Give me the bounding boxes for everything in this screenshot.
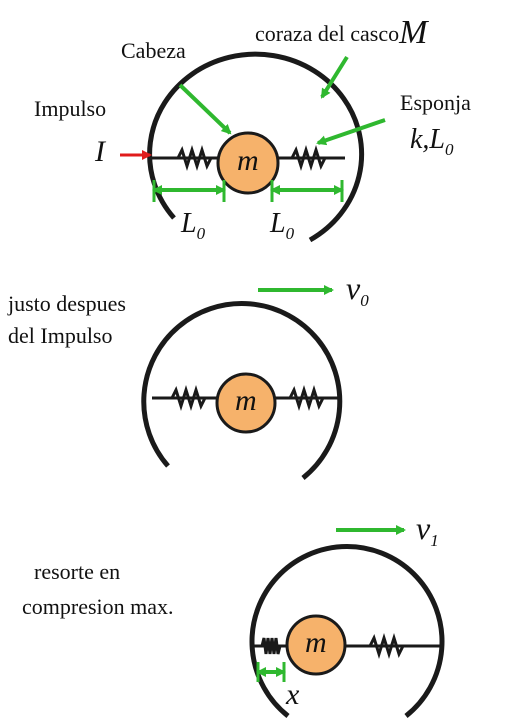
mass-label: m xyxy=(237,144,259,177)
spring-left-compressed xyxy=(260,637,282,655)
panel-3 xyxy=(249,525,445,718)
shell-label-text: coraza del casco xyxy=(255,21,400,46)
head-mass xyxy=(285,614,347,676)
sponge-params-sub: 0 xyxy=(445,140,454,159)
panel-2 xyxy=(141,285,343,480)
sponge-pointer-arrow xyxy=(316,118,386,146)
velocity-label: v1 xyxy=(416,510,439,549)
length-left-label: L0 xyxy=(181,208,205,243)
mass-label: m xyxy=(235,384,257,417)
sponge-label: Esponja xyxy=(400,90,471,115)
velocity-text: v xyxy=(416,510,431,546)
velocity-sub: 1 xyxy=(430,531,439,550)
length-right-sub: 0 xyxy=(285,224,295,243)
length-right-text: L xyxy=(270,208,286,239)
impulse-label: Impulso xyxy=(34,96,107,121)
length-right-label: L0 xyxy=(270,208,294,243)
length-left-sub: 0 xyxy=(196,224,206,243)
velocity-text: v xyxy=(346,270,361,306)
caption-line-1: resorte en xyxy=(34,559,121,584)
caption-line-2: del Impulso xyxy=(8,323,113,348)
head-mass xyxy=(216,131,280,195)
mass-label: m xyxy=(305,626,327,659)
compression-label: x xyxy=(286,678,300,711)
shell-mass-symbol: M xyxy=(399,14,428,51)
velocity-sub: 0 xyxy=(360,291,369,310)
helmet-shell xyxy=(249,544,445,718)
velocity-label: v0 xyxy=(346,270,369,309)
caption-line-1: justo despues xyxy=(8,291,126,316)
panel-1 xyxy=(120,51,386,243)
head-pointer-arrow xyxy=(178,83,232,135)
spring-left xyxy=(170,384,207,412)
length-left-text: L xyxy=(181,208,197,239)
helmet-shell xyxy=(147,51,365,243)
head-label: Cabeza xyxy=(121,38,186,63)
spring-right xyxy=(288,384,325,412)
helmet-shell xyxy=(141,301,343,480)
caption-line-2: compresion max. xyxy=(22,594,174,619)
shell-label: coraza del cascoM xyxy=(255,14,428,51)
spring-left xyxy=(176,144,213,172)
sponge-params: k,L0 xyxy=(410,124,454,159)
spring-right xyxy=(368,632,405,660)
shell-pointer-arrow xyxy=(320,55,349,99)
head-mass xyxy=(215,372,277,434)
impulse-symbol: I xyxy=(95,135,105,168)
sponge-params-text: k,L xyxy=(410,124,445,155)
spring-right xyxy=(290,144,327,172)
